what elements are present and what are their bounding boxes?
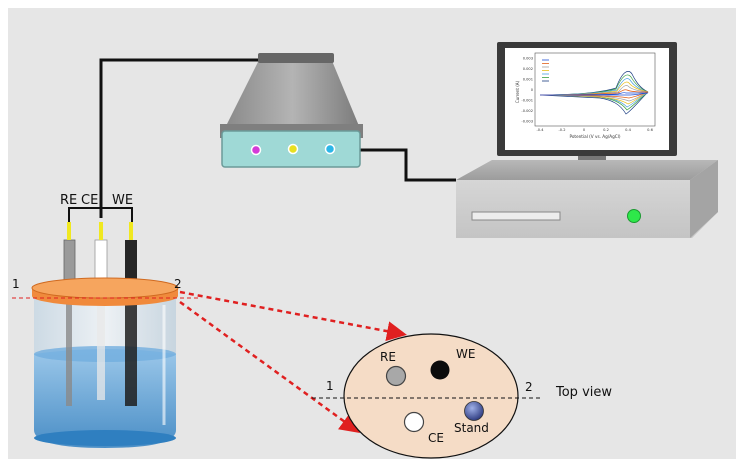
cv-x-axis-label: Potential (V vs. Ag/AgCl): [569, 134, 620, 139]
cv-plot-frame: [534, 52, 656, 127]
top-view-stand-hole: [464, 401, 484, 421]
arrow-to-top-view-upper: [179, 290, 407, 342]
we-label: WE: [112, 193, 133, 208]
cv-y-tick-label: -0.002: [521, 109, 533, 113]
section-marker-right: 2: [174, 277, 182, 291]
computer-case-top: [456, 160, 718, 180]
top-view-title: Top view: [555, 385, 612, 400]
working-electrode-connector: [129, 222, 133, 240]
counter-electrode-immersed: [97, 300, 105, 400]
cv-y-tick-label: 0.003: [523, 56, 533, 60]
potentiostat-hood-top: [258, 53, 334, 63]
top-view-re-hole: [385, 365, 407, 387]
re-label: RE: [60, 193, 77, 208]
top-view-stand-label: Stand: [454, 421, 489, 435]
reference-electrode-immersed: [66, 300, 72, 406]
top-view-we-hole: [430, 360, 450, 380]
section-marker-left: 1: [12, 277, 20, 291]
cv-x-tick-label: 0.4: [625, 128, 631, 132]
potentiostat: [220, 53, 363, 168]
cv-x-tick-label: -0.4: [536, 128, 544, 132]
cv-x-tick-label: -0.2: [558, 128, 565, 132]
top-view-ce-hole: [403, 411, 425, 433]
top-view-we-label: WE: [456, 347, 475, 361]
wire-to-computer: [359, 148, 456, 182]
disk-drive-slot: [471, 211, 561, 221]
top-view-marker-right: 2: [525, 380, 533, 394]
working-electrode-body: [125, 240, 137, 290]
top-view-ce-label: CE: [428, 431, 444, 445]
top-view-lid-disc: [343, 333, 519, 459]
cv-curves: [539, 71, 649, 115]
wire-to-potentiostat: [99, 58, 272, 218]
top-view: 1 2 Top view RE WE CE Stand: [312, 333, 612, 459]
reference-electrode-connector: [67, 222, 71, 240]
counter-electrode-connector: [99, 222, 103, 240]
electrodes: RE CE WE: [60, 193, 137, 291]
cv-x-tick-label: 0: [583, 128, 586, 132]
indicator-light-magenta: [250, 144, 262, 156]
top-view-marker-left: 1: [326, 379, 334, 393]
cv-x-tick-label: 0.6: [647, 128, 653, 132]
electrode-lead-bar: [68, 207, 133, 222]
cv-y-tick-label: 0.002: [523, 67, 533, 71]
cv-y-tick-label: 0: [531, 88, 534, 92]
cv-y-tick-label: -0.003: [521, 119, 533, 123]
cv-y-tick-label: 0.001: [523, 77, 533, 81]
cv-y-tick-label: -0.001: [521, 98, 533, 102]
electrochemical-cell: [31, 277, 179, 448]
indicator-light-yellow: [287, 143, 299, 155]
computer-case-side: [690, 160, 718, 238]
cv-x-tick-label: 0.2: [603, 128, 609, 132]
ce-label: CE: [81, 193, 98, 208]
power-led: [627, 209, 641, 223]
cv-y-tick-labels: 0.003 0.002 0.001 0 -0.001 -0.002 -0.003: [521, 56, 533, 123]
connection-wires: [68, 58, 456, 222]
cv-y-axis-label: Current (A): [515, 80, 520, 103]
top-view-re-label: RE: [380, 350, 396, 364]
cv-legend: [542, 59, 549, 82]
arrow-to-top-view-lower: [179, 300, 361, 433]
cv-x-tick-labels: -0.4 -0.2 0 0.2 0.4 0.6: [536, 128, 653, 132]
potentiostat-hood: [226, 56, 359, 126]
lid-top: [31, 277, 179, 299]
working-electrode-immersed: [125, 300, 137, 406]
beaker-bottom: [34, 430, 176, 446]
indicator-light-cyan: [324, 143, 336, 155]
